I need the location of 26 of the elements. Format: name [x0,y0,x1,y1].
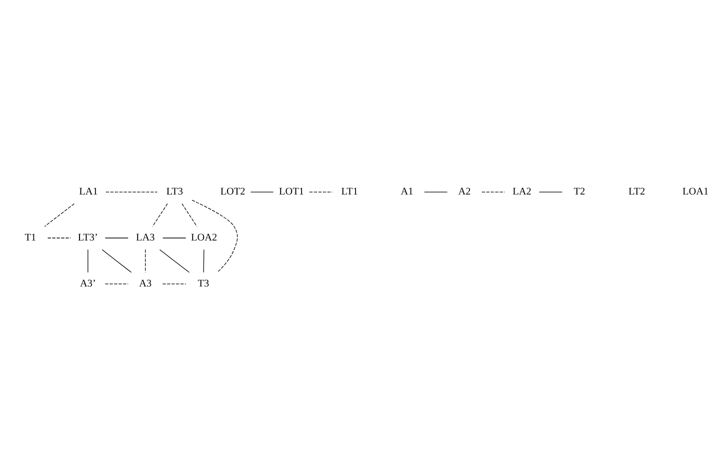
node-text: A3’ [80,278,96,290]
connector [159,249,190,273]
node-text: T1 [24,232,36,244]
connector [102,249,132,273]
node-text: LA2 [512,186,532,198]
node-text: LT3 [166,186,184,198]
node-text: LOT2 [220,186,246,198]
node-text: T2 [574,186,586,198]
node-text: LOA2 [191,232,218,244]
node-text: LA3 [136,232,155,244]
node-text: A1 [400,186,414,198]
connector [203,249,204,273]
node-text: LOA1 [682,186,709,198]
node-text: LOT1 [279,186,304,198]
node-text: T3 [198,278,210,290]
connector [44,203,75,227]
node-text: LT3’ [78,232,98,244]
connector [152,203,168,227]
connector [145,249,146,273]
connector [192,200,238,273]
node-text: LA1 [79,186,98,198]
connector [182,203,198,227]
node-text: A2 [458,186,471,198]
node-text: A3 [139,278,152,290]
node-text: LT1 [341,186,358,198]
node-text: LT2 [628,186,646,198]
